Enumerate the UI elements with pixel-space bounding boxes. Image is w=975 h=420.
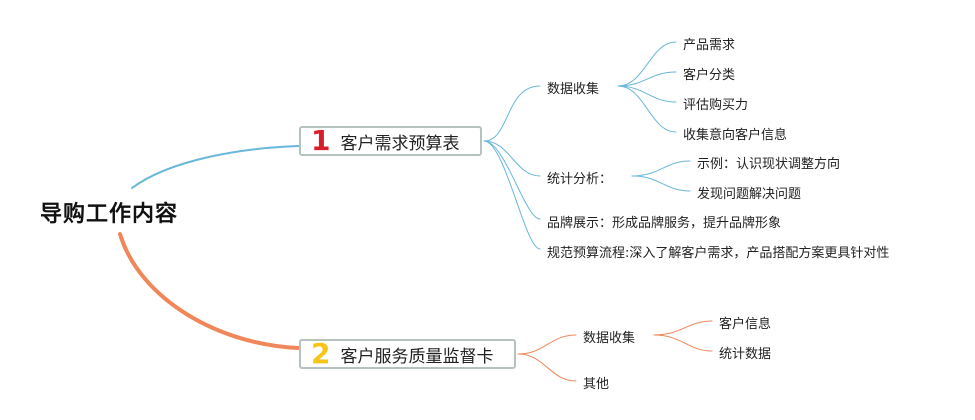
subtopic-data-collection[interactable]: 数据收集 [547, 82, 600, 97]
branch-2-to-data-collection-line [517, 334, 577, 355]
branch-1-to-analysis-line [483, 140, 541, 177]
analysis-leaf-line-1 [631, 160, 691, 177]
branch-label: 客户需求预算表 [340, 133, 460, 154]
branch-1-to-process-line [483, 140, 541, 250]
root-topic[interactable]: 导购工作内容 [40, 202, 179, 227]
subtopic-data-collection-2[interactable]: 数据收集 [583, 331, 636, 346]
subtopic-budget-process[interactable]: 规范预算流程:深入了解客户需求，产品搭配方案更具针对性 [547, 246, 890, 261]
branch-topic-service-quality[interactable]: 2 客户服务质量监督卡 [299, 339, 516, 369]
branch-1-to-brand-line [483, 140, 541, 220]
branch-2-to-other-line [517, 353, 577, 382]
root-to-branch-2-line [118, 232, 301, 350]
data-collection-leaf-line-2 [617, 71, 677, 87]
service-data-leaf-line-2 [653, 334, 713, 352]
leaf-statistics-data[interactable]: 统计数据 [719, 347, 772, 362]
number-two-icon: 2 [311, 337, 331, 370]
data-collection-leaf-line-4 [617, 85, 677, 133]
leaf-product-demand[interactable]: 产品需求 [683, 38, 736, 53]
leaf-find-solve-problems[interactable]: 发现问题解决问题 [697, 187, 802, 202]
analysis-leaf-line-2 [631, 175, 691, 192]
branch-1-to-data-collection-line [483, 85, 541, 142]
leaf-customer-category[interactable]: 客户分类 [683, 68, 736, 83]
root-to-branch-1-line [131, 145, 300, 189]
leaf-customer-info[interactable]: 客户信息 [719, 317, 772, 332]
branch-topic-customer-budget[interactable]: 1 客户需求预算表 [299, 126, 482, 156]
subtopic-other[interactable]: 其他 [583, 377, 610, 392]
branch-label: 客户服务质量监督卡 [340, 346, 494, 367]
leaf-collect-prospect-info[interactable]: 收集意向客户信息 [683, 128, 788, 143]
data-collection-leaf-line-1 [617, 41, 677, 87]
subtopic-brand-display[interactable]: 品牌展示：形成品牌服务，提升品牌形象 [547, 216, 782, 231]
subtopic-statistical-analysis[interactable]: 统计分析： [547, 172, 613, 187]
leaf-assess-purchasing-power[interactable]: 评估购买力 [683, 98, 749, 113]
leaf-example-adjust-direction[interactable]: 示例：认识现状调整方向 [697, 157, 841, 172]
data-collection-leaf-line-3 [617, 85, 677, 103]
service-data-leaf-line-1 [653, 320, 713, 336]
number-one-icon: 1 [311, 124, 331, 157]
